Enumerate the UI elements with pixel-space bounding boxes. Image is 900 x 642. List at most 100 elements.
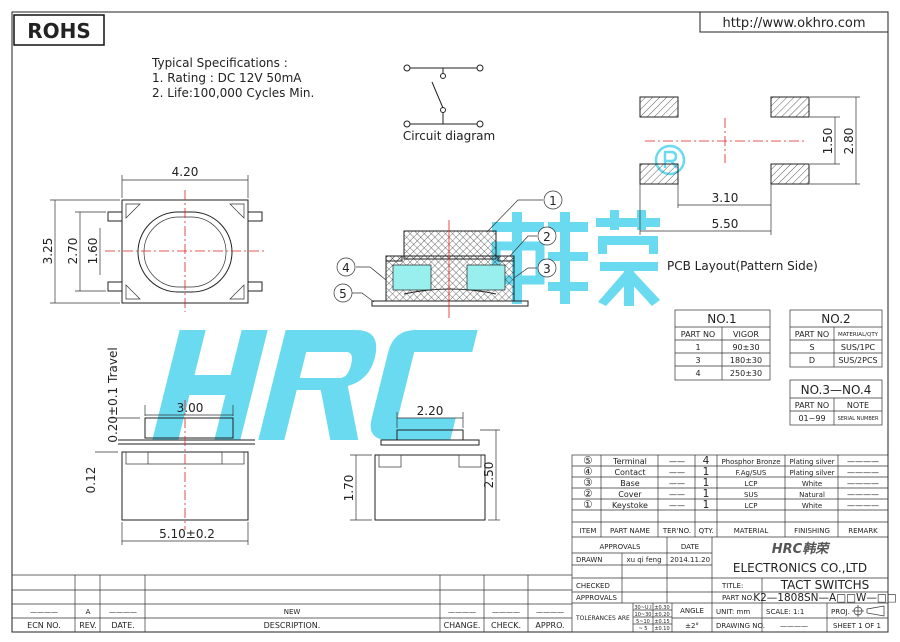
callout-5: 5: [339, 287, 347, 301]
approvals-label: APPROVALS: [576, 594, 618, 602]
callout-1: 1: [549, 194, 557, 208]
no1-cell: 90±30: [732, 343, 759, 352]
dim-pcb-5-50: 5.50: [712, 217, 739, 231]
tol-value: ±0.15: [654, 619, 669, 625]
no2-header: MATERIAL/QTY: [838, 332, 879, 338]
no2-cell: SUS/2PCS: [838, 356, 877, 365]
angle-value: ±2°: [685, 622, 699, 630]
dim-travel: 0.20±0.1 Travel: [106, 347, 120, 442]
svg-text:——: ——: [669, 468, 685, 477]
tol-range: 30~U.I: [634, 605, 651, 611]
url-box: [699, 11, 889, 33]
circuit-diagram: [403, 64, 484, 128]
revision-header: ECN NO.REV.DATE.DESCRIPTION.CHANGE.CHECK…: [27, 621, 564, 630]
specs-title: Typical Specifications :: [151, 56, 288, 70]
svg-text:CHANGE.: CHANGE.: [444, 621, 481, 630]
svg-text:————: ————: [492, 608, 520, 616]
rohs-badge: [13, 14, 105, 46]
tol-range: ~ 5: [639, 626, 648, 632]
no34-table: [789, 379, 883, 426]
svg-text:CHECK.: CHECK.: [491, 621, 521, 630]
rohs-label: ROHS: [27, 19, 91, 43]
svg-text:ITEM: ITEM: [580, 527, 597, 535]
svg-text:————: ————: [847, 490, 879, 499]
svg-text:——: ——: [669, 501, 685, 510]
revision-row: ————A————NEW————————————: [30, 608, 564, 616]
tol-range: 10~30: [635, 612, 652, 618]
dim-top-height: 3.25: [41, 238, 55, 265]
svg-text:LCP: LCP: [744, 502, 757, 510]
no1-cell: 1: [695, 343, 700, 352]
pcb-layout: [639, 96, 860, 235]
svg-text:NEW: NEW: [284, 608, 301, 616]
svg-text:————: ————: [536, 608, 564, 616]
tol-value: ±0.10: [654, 626, 669, 632]
tolerances-label: TOLERANCES ARE: [575, 615, 630, 622]
spec-life: 2. Life:100,000 Cycles Min.: [152, 86, 314, 100]
svg-text:1: 1: [703, 477, 710, 489]
svg-text:TER'NO.: TER'NO.: [662, 527, 691, 535]
side-view: [95, 400, 255, 545]
dim-side-0-12: 0.12: [84, 467, 98, 494]
svg-text:ECN NO.: ECN NO.: [27, 621, 61, 630]
svg-text:White: White: [802, 480, 822, 488]
date-header: DATE: [681, 543, 699, 551]
svg-text:Terminal: Terminal: [612, 457, 647, 466]
dim-pcb-2-80: 2.80: [842, 128, 856, 155]
no1-header: PART NO: [681, 330, 715, 339]
circuit-diagram-label: Circuit diagram: [403, 129, 495, 143]
end-view: [350, 412, 500, 521]
company-name: ELECTRONICS CO.,LTD: [733, 561, 867, 575]
no1-cell: 3: [695, 356, 700, 365]
svg-text:————: ————: [847, 501, 879, 510]
svg-text:————: ————: [109, 608, 137, 616]
dim-side-3-00: 3.00: [177, 401, 204, 415]
svg-text:————: ————: [448, 608, 476, 616]
svg-text:DATE.: DATE.: [111, 621, 134, 630]
svg-text:1: 1: [703, 466, 710, 478]
part-no-label: PART NO.: [722, 594, 754, 602]
dim-pcb-1-50: 1.50: [821, 128, 835, 155]
no2-cell: D: [809, 356, 815, 365]
svg-text:③: ③: [583, 477, 592, 489]
drawn-date: 2014.11.20: [670, 556, 710, 564]
svg-text:Phosphor Bronze: Phosphor Bronze: [721, 458, 780, 466]
tol-value: ±0.30: [654, 605, 669, 611]
svg-text:SUS: SUS: [744, 491, 759, 499]
svg-text:Base: Base: [620, 479, 640, 488]
dim-end-1-70: 1.70: [342, 475, 356, 502]
svg-text:①: ①: [583, 499, 592, 511]
dim-top-width: 4.20: [172, 165, 199, 179]
pcb-layout-label: PCB Layout(Pattern Side): [667, 259, 818, 273]
no2-header: PART NO: [795, 330, 829, 339]
title-label: TITLE:: [721, 582, 743, 590]
svg-text:A: A: [86, 608, 91, 616]
drawing-no: ————: [780, 622, 808, 630]
svg-text:——: ——: [669, 490, 685, 499]
no34-cell: SERIAL NUMBER: [838, 416, 879, 422]
unit: UNIT: mm: [716, 608, 750, 616]
tol-range: 5~10: [636, 619, 650, 625]
drawn-by: xu qi feng: [626, 556, 661, 564]
no34-header: PART NO: [795, 401, 829, 410]
svg-text:Cover: Cover: [618, 490, 642, 499]
no2-title: NO.2: [821, 312, 850, 326]
no1-cell: 250±30: [730, 369, 762, 378]
svg-text:DESCRIPTION.: DESCRIPTION.: [264, 621, 321, 630]
svg-text:PART NAME: PART NAME: [610, 527, 650, 535]
no34-title: NO.3—NO.4: [801, 383, 872, 397]
svg-text:4: 4: [703, 455, 710, 467]
svg-text:Plating silver: Plating silver: [789, 458, 834, 466]
sheet: SHEET 1 OF 1: [833, 622, 881, 630]
no1-cell: 4: [695, 369, 700, 378]
drawn-label: DRAWN: [576, 556, 603, 564]
no1-title: NO.1: [707, 312, 736, 326]
sheet-border: [11, 11, 889, 633]
no2-cell: SUS/1PC: [841, 343, 876, 352]
svg-text:————: ————: [847, 457, 879, 466]
